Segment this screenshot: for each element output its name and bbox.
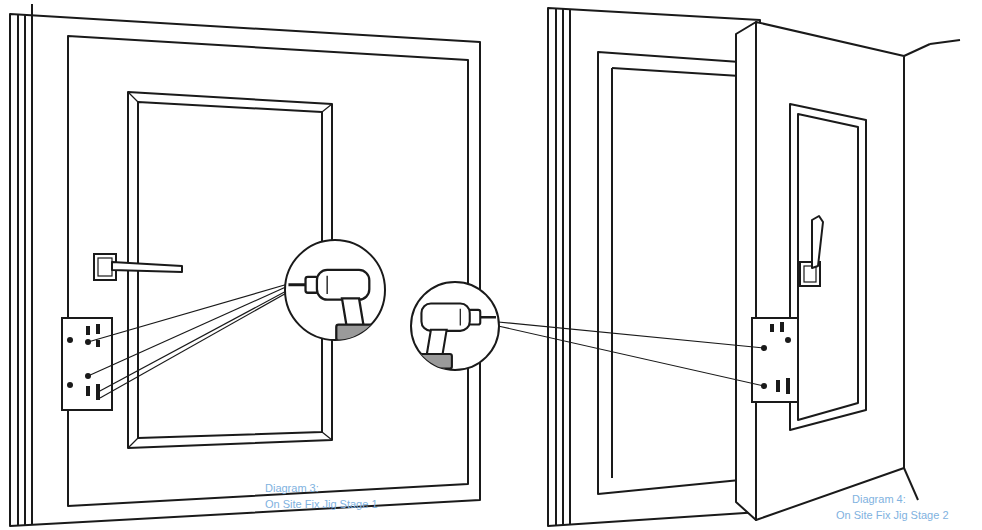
frame-rebate (611, 68, 613, 478)
bead-corner (128, 92, 138, 102)
wall-line (904, 44, 930, 56)
open-window (411, 8, 960, 526)
jig-slot (780, 322, 784, 332)
caption-label: On Site Fix Jig Stage 2 (836, 509, 949, 522)
open-sash (756, 22, 904, 520)
magnifier-circle (411, 282, 499, 370)
glass-pane (798, 114, 858, 420)
leader-line (98, 289, 290, 392)
caption-label: Diagram 3: (265, 482, 319, 495)
jig-hole (67, 382, 73, 388)
drill-icon (418, 304, 496, 369)
jig-slot (86, 386, 90, 396)
leader-line (88, 286, 288, 376)
drill-icon (288, 270, 372, 341)
frame-edge (555, 8, 557, 526)
frame-edge (569, 9, 571, 524)
wall-line (904, 468, 918, 500)
leader-line (88, 284, 288, 342)
caption-label: On Site Fix Jig Stage 1 (265, 498, 378, 511)
jig-slot (86, 326, 90, 335)
handle-lever (112, 262, 182, 272)
bead-corner (322, 104, 332, 112)
bead-corner (128, 438, 138, 448)
jig-slot (96, 324, 100, 334)
handle-rosette (98, 258, 112, 276)
closed-window (10, 4, 480, 526)
jig-slot (786, 378, 790, 394)
magnifier-circle (285, 240, 385, 340)
magnified-drill (288, 270, 372, 341)
jig-plate (752, 318, 798, 402)
jig-hole (785, 337, 791, 343)
handle-lever (812, 216, 823, 268)
magnified-drill (418, 304, 496, 369)
caption-label: Diagram 4: (852, 493, 906, 506)
window-frame (548, 8, 760, 526)
frame-edge (31, 16, 33, 524)
sash-bead (790, 104, 866, 430)
leader-line (100, 291, 290, 398)
frame-edge (562, 9, 564, 525)
frame-edge (17, 15, 19, 526)
leader-line (498, 326, 764, 386)
jig-slot (770, 324, 774, 332)
frame-edge (31, 4, 33, 16)
window-frame (10, 14, 480, 526)
jig-hole (67, 337, 73, 343)
handle-rosette (804, 266, 816, 282)
wall-line (930, 40, 960, 44)
jig-slot (96, 340, 100, 347)
window-sash (68, 36, 468, 506)
frame-rebate (612, 68, 740, 76)
jig-slot (776, 380, 780, 392)
sash-edge (736, 22, 756, 520)
jig-plate (62, 318, 112, 410)
bead-corner (322, 432, 332, 440)
frame-edge (24, 15, 26, 525)
frame-opening (598, 52, 740, 494)
